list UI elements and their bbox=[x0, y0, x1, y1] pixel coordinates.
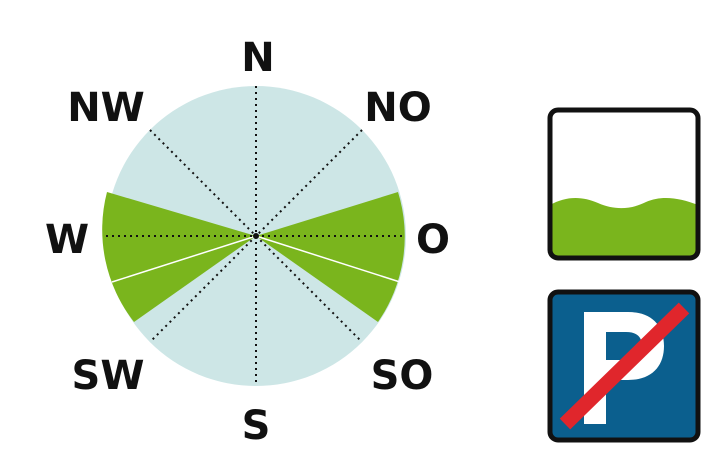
direction-label-sw: SW bbox=[72, 353, 145, 399]
sector-west bbox=[102, 192, 256, 322]
green-terrain-icon bbox=[547, 107, 701, 261]
direction-label-o: O bbox=[416, 217, 450, 263]
no-parking-sign-icon bbox=[547, 289, 701, 443]
no-parking-border bbox=[547, 289, 701, 443]
direction-label-n: N bbox=[241, 35, 274, 81]
terrain-icon-hills bbox=[550, 197, 698, 258]
no-parking-strike bbox=[559, 302, 690, 430]
direction-label-so: SO bbox=[371, 353, 434, 399]
sector-divider-east bbox=[255, 235, 401, 283]
direction-label-s: S bbox=[242, 403, 271, 449]
direction-label-w: W bbox=[45, 217, 89, 263]
compass-center bbox=[253, 233, 259, 239]
terrain-icon-border bbox=[547, 107, 701, 261]
guide-ne-sw bbox=[149, 129, 363, 343]
direction-label-no: NO bbox=[364, 85, 431, 131]
sector-divider-west bbox=[111, 235, 257, 283]
guide-nw-se bbox=[149, 129, 363, 343]
sector-east bbox=[256, 192, 405, 322]
direction-label-nw: NW bbox=[67, 85, 145, 131]
